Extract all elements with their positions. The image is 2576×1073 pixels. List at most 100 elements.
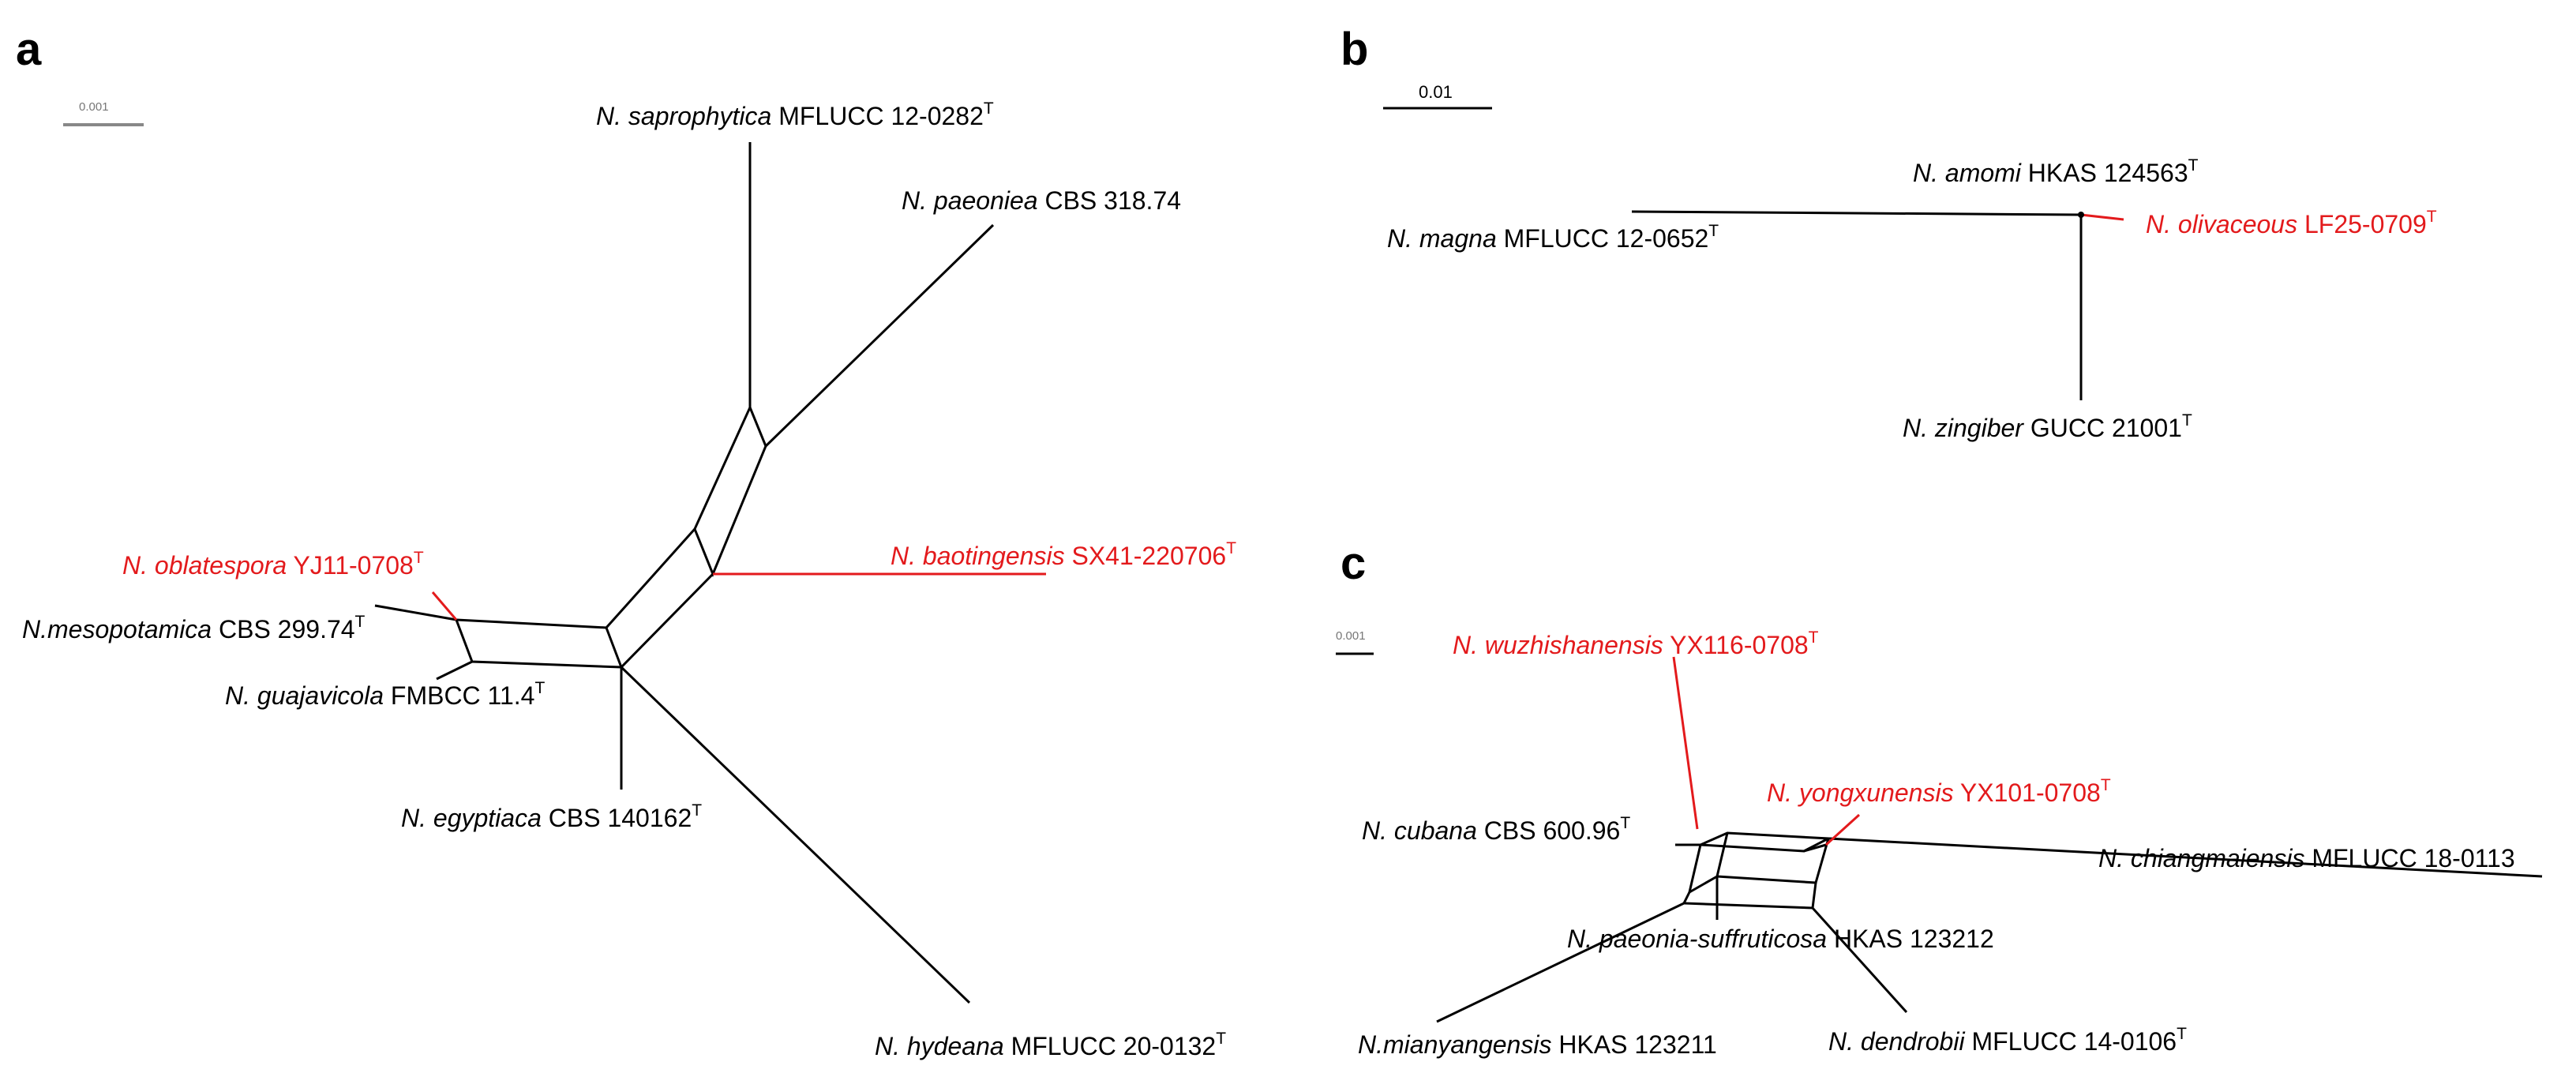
- taxon-type-marker: T: [692, 801, 702, 820]
- scale-bar-a-label: 0.001: [79, 100, 109, 114]
- panel-letter-a: a: [16, 24, 42, 75]
- taxon-strain: HKAS 123212: [1827, 925, 1994, 953]
- scale-bar-a: 0.001: [63, 100, 144, 126]
- network-b-edge: [1631, 210, 2082, 216]
- scale-bar-c: 0.001: [1336, 629, 1374, 655]
- taxon-strain: LF25-0709: [2297, 210, 2427, 238]
- network-a-edge: [764, 223, 995, 448]
- network-a: [374, 142, 1046, 1004]
- taxon-label: N. egyptiaca CBS 140162T: [401, 801, 702, 832]
- taxon-labels: N. saprophytica MFLUCC 12-0282T N. paeon…: [22, 99, 2515, 1060]
- network-c-edge: [1803, 843, 1827, 853]
- taxon-strain: HKAS 123211: [1551, 1030, 1716, 1059]
- network-c-edge: [1811, 906, 1908, 1014]
- scale-bar-b-label: 0.01: [1419, 82, 1453, 102]
- taxon-species-name: N. zingiber: [1903, 414, 2024, 442]
- taxon-strain: YX116-0708: [1663, 631, 1809, 659]
- network-a-edge: [436, 660, 473, 681]
- taxon-species-name: N. cubana: [1362, 816, 1477, 845]
- taxon-species-name: N. magna: [1387, 224, 1497, 253]
- taxon-species-name: N. wuzhishanensis: [1453, 631, 1663, 659]
- taxon-type-marker: T: [1216, 1030, 1226, 1048]
- panel-letter-c: c: [1340, 538, 1366, 589]
- taxon-strain: MFLUCC 12-0652: [1497, 224, 1709, 253]
- network-c: [1436, 656, 2543, 1023]
- taxon-strain: CBS 299.74: [212, 615, 354, 643]
- taxon-strain: CBS 600.96: [1477, 816, 1620, 845]
- network-c-edge: [1436, 902, 1685, 1023]
- taxon-species-name: N. saprophytica: [596, 102, 771, 130]
- network-c-edge-wuzhishanensis: [1672, 656, 1699, 830]
- taxon-strain: MFLUCC 18-0113: [2304, 844, 2514, 872]
- taxon-species-name: N. oblatespora: [122, 551, 287, 580]
- taxon-type-marker: T: [984, 99, 994, 118]
- taxon-species-name: N. dendrobii: [1828, 1027, 1965, 1056]
- network-b: [1631, 210, 2124, 400]
- network-a-edge: [620, 666, 971, 1004]
- taxon-strain: SX41-220706: [1065, 542, 1227, 570]
- taxon-strain: CBS 140162: [542, 804, 692, 832]
- network-c-edge: [1687, 832, 1729, 895]
- network-c-edge: [1716, 838, 1830, 884]
- taxon-species-name: N. amomi: [1913, 159, 2022, 187]
- taxon-label: N. paeoniea CBS 318.74: [902, 186, 1181, 215]
- panel-letter-b: b: [1340, 24, 1368, 75]
- taxon-label: N.mianyangensis HKAS 123211: [1358, 1030, 1717, 1059]
- network-a-edge: [454, 618, 622, 669]
- taxon-strain: FMBCC 11.4: [384, 681, 534, 710]
- taxon-strain: MFLUCC 12-0282: [771, 102, 984, 130]
- taxon-label: N. amomi HKAS 124563T: [1913, 156, 2199, 187]
- taxon-label: N. yongxunensis YX101-0708T: [1767, 776, 2111, 807]
- taxon-species-name: N.mesopotamica: [22, 615, 212, 643]
- taxon-species-name: N. paeonia-suffruticosa: [1567, 925, 1827, 953]
- taxon-type-marker: T: [2177, 1025, 2187, 1043]
- taxon-label: N. saprophytica MFLUCC 12-0282T: [596, 99, 994, 130]
- taxon-label: N. cubana CBS 600.96T: [1362, 814, 1630, 845]
- taxon-type-marker: T: [2427, 208, 2437, 226]
- taxon-species-name: N. guajavicola: [225, 681, 384, 710]
- network-a-edge: [693, 404, 767, 577]
- taxon-type-marker: T: [2188, 156, 2199, 174]
- taxon-label: N. zingiber GUCC 21001T: [1903, 411, 2192, 442]
- taxon-species-name: N. chiangmaiensis: [2098, 844, 2304, 872]
- taxon-type-marker: T: [2182, 411, 2192, 430]
- taxon-label: N. dendrobii MFLUCC 14-0106T: [1828, 1025, 2187, 1056]
- taxon-type-marker: T: [534, 679, 545, 697]
- taxon-label: N. baotingensis SX41-220706T: [891, 539, 1236, 570]
- taxon-species-name: N. hydeana: [875, 1032, 1004, 1060]
- network-c-edge: [1682, 882, 1817, 910]
- network-b-node: [2078, 212, 2084, 218]
- taxon-strain: YJ11-0708: [287, 551, 414, 580]
- network-c-edge: [1828, 837, 2543, 878]
- taxon-strain: CBS 318.74: [1038, 186, 1181, 215]
- network-a-edge: [605, 527, 714, 670]
- taxon-label: N. olivaceous LF25-0709T: [2146, 208, 2437, 238]
- taxon-species-name: N. olivaceous: [2146, 210, 2297, 238]
- taxon-type-marker: T: [1708, 222, 1719, 240]
- taxon-label: N. chiangmaiensis MFLUCC 18-0113: [2098, 844, 2515, 872]
- scale-bar-c-label: 0.001: [1336, 629, 1366, 643]
- taxon-strain: MFLUCC 14-0106: [1965, 1027, 2177, 1056]
- taxon-species-name: N. baotingensis: [891, 542, 1065, 570]
- taxon-species-name: N. egyptiaca: [401, 804, 542, 832]
- taxon-type-marker: T: [1809, 628, 1819, 647]
- taxon-label: N. magna MFLUCC 12-0652T: [1387, 222, 1719, 253]
- taxon-type-marker: T: [414, 549, 424, 567]
- taxon-label: N. wuzhishanensis YX116-0708T: [1453, 628, 1819, 659]
- taxon-type-marker: T: [1620, 814, 1630, 832]
- network-b-edge-olivaceous: [2080, 213, 2124, 221]
- taxon-strain: HKAS 124563: [2021, 159, 2188, 187]
- scale-bar-b: 0.01: [1383, 82, 1492, 110]
- taxon-type-marker: T: [2101, 776, 2111, 794]
- taxon-label: N. hydeana MFLUCC 20-0132T: [875, 1030, 1226, 1060]
- taxon-label: N. paeonia-suffruticosa HKAS 123212: [1567, 925, 1994, 953]
- taxon-species-name: N. paeoniea: [902, 186, 1038, 215]
- taxon-type-marker: T: [355, 613, 366, 631]
- taxon-species-name: N.mianyangensis: [1358, 1030, 1551, 1059]
- taxon-species-name: N. yongxunensis: [1767, 778, 1954, 807]
- taxon-label: N. guajavicola FMBCC 11.4T: [225, 679, 545, 710]
- taxon-strain: YX101-0708: [1954, 778, 2101, 807]
- network-a-edge-oblatespora: [431, 591, 458, 621]
- taxon-label: N. oblatespora YJ11-0708T: [122, 549, 424, 580]
